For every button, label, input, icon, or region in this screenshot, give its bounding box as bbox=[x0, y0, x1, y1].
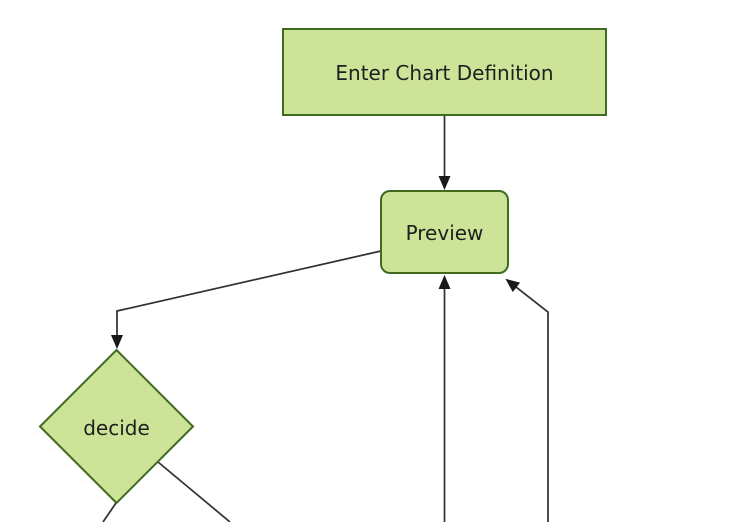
node-preview-shape bbox=[380, 190, 509, 274]
edge-return-bottom-right-to-preview bbox=[505, 278, 549, 522]
edge-decide-out-left bbox=[102, 502, 117, 522]
node-label: Enter Chart Definition bbox=[335, 61, 553, 85]
node-label: decide bbox=[83, 416, 150, 440]
node-decide: decide bbox=[38, 348, 195, 505]
node-enter-chart-definition-shape bbox=[282, 28, 607, 116]
node-decide-shape bbox=[38, 348, 195, 505]
node-enter-chart-definition: Enter Chart Definition bbox=[282, 28, 607, 116]
edge-decide-out-right bbox=[157, 461, 231, 522]
edge-preview-to-decide bbox=[111, 250, 382, 349]
node-preview: Preview bbox=[380, 190, 509, 274]
node-label: Preview bbox=[406, 221, 484, 245]
